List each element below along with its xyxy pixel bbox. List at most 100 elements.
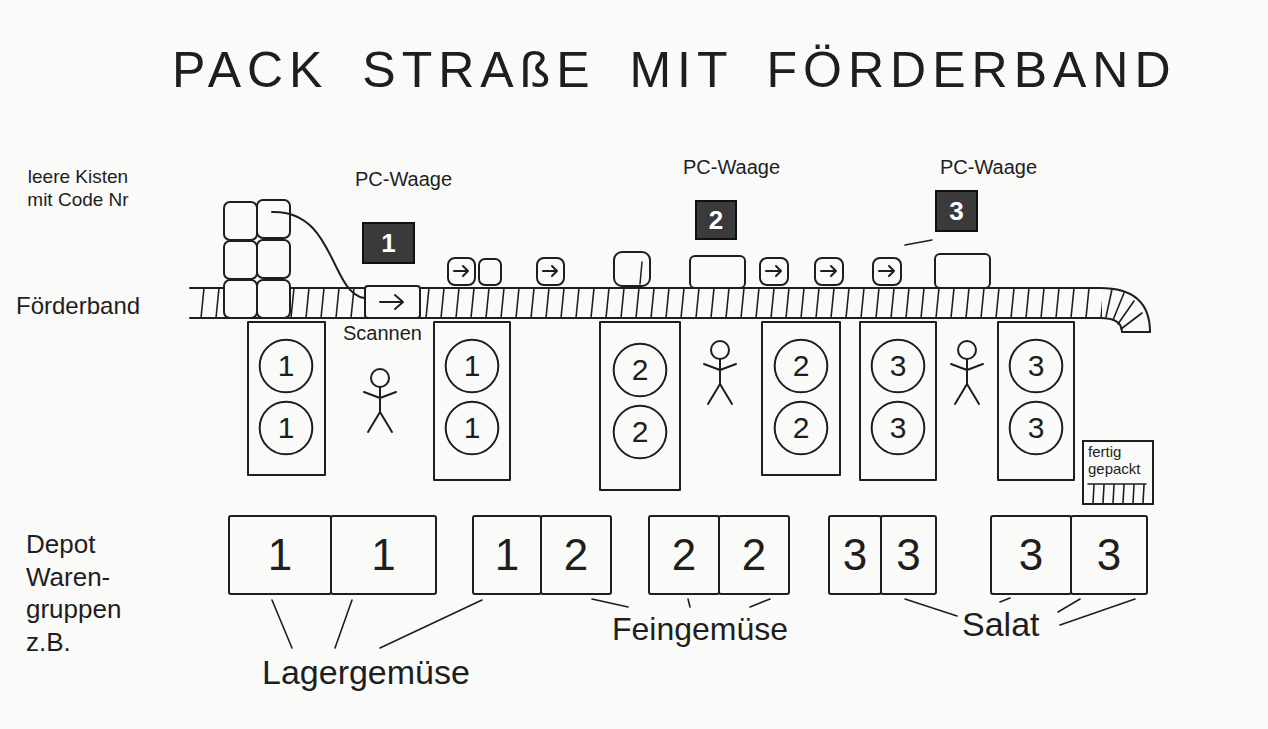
direction-arrow (821, 266, 836, 276)
crate-note: leere Kisten mit Code Nr (14, 166, 142, 212)
circle-number: 1 (464, 349, 481, 383)
pc-scale: PC-Waage2 (678, 156, 793, 244)
figure-head (958, 341, 976, 359)
goods-circle: 2 (773, 338, 829, 394)
finished-box: fertig gepackt (1082, 440, 1154, 505)
empty-crate (224, 280, 257, 318)
figure-body (704, 359, 736, 404)
circle-number: 1 (278, 349, 295, 383)
circle-outline (872, 402, 925, 455)
pc-scale: PC-Waage 1 (350, 168, 465, 268)
depot-number: 2 (742, 530, 766, 580)
direction-arrow (454, 266, 468, 276)
depot-cell: 2 (648, 515, 720, 595)
empty-crate (257, 200, 290, 238)
leader-line (592, 599, 770, 607)
circle-outline (775, 402, 828, 455)
depot-cell: 1 (472, 515, 542, 595)
group-label: Lagergemüse (262, 652, 470, 693)
depot-number: 3 (1097, 530, 1121, 580)
circle-number: 3 (1028, 411, 1045, 445)
figure-body (951, 359, 983, 404)
moving-crate (614, 252, 650, 286)
circle-number: 2 (793, 349, 810, 383)
circle-outline (1010, 340, 1063, 393)
depot-cell: 3 (1070, 515, 1148, 595)
moving-crate (760, 258, 788, 285)
depot-number: 3 (896, 530, 920, 580)
belt-tick (1106, 289, 1142, 329)
scale-display: 3 (935, 190, 978, 232)
direction-arrow (543, 266, 557, 276)
shelf (600, 322, 680, 490)
goods-circle: 3 (870, 400, 926, 456)
scanner-label: Scannen (343, 321, 422, 345)
scale-label: PC-Waage (355, 168, 452, 191)
shelf (434, 322, 510, 480)
scale-link (905, 240, 932, 245)
stick-figure (951, 341, 983, 404)
goods-circle: 3 (870, 338, 926, 394)
circle-outline (446, 402, 499, 455)
depot-number: 3 (843, 530, 867, 580)
belt-label: Förderband (16, 292, 140, 321)
goods-circle: 1 (444, 338, 500, 394)
depot-number: 2 (564, 530, 588, 580)
shelf (860, 322, 936, 480)
goods-circle: 2 (612, 404, 668, 460)
moving-crate (815, 258, 843, 285)
circle-outline (872, 340, 925, 393)
pc-scale: PC-Waage 3 (930, 156, 1045, 234)
scale-display: 2 (695, 200, 737, 240)
empty-crate (257, 240, 290, 278)
outfeed-belt (1088, 484, 1146, 503)
moving-crate (873, 258, 901, 285)
goods-circle: 3 (1008, 400, 1064, 456)
circle-outline (614, 406, 667, 459)
empty-crate (224, 202, 257, 240)
crate-on-scale (935, 254, 990, 288)
empty-crate (224, 241, 257, 279)
circle-number: 1 (278, 411, 295, 445)
belt-edge (190, 288, 1150, 332)
figure-head (371, 369, 389, 387)
belt-edge (190, 318, 1122, 332)
shelf (998, 322, 1074, 480)
depot-number: 1 (495, 530, 519, 580)
depot-cell: 3 (880, 515, 937, 595)
moving-crate (448, 258, 475, 285)
scale-number: 2 (709, 205, 723, 236)
stick-figure (704, 341, 736, 404)
goods-circle: 1 (258, 338, 314, 394)
figure-body (364, 387, 396, 432)
empty-crate (257, 280, 290, 318)
depot-cell: 2 (718, 515, 790, 595)
scale-number: 1 (381, 228, 395, 259)
circle-number: 1 (464, 411, 481, 445)
direction-arrow (879, 266, 894, 276)
goods-circle: 1 (258, 400, 314, 456)
circle-number: 3 (890, 349, 907, 383)
figure-head (711, 341, 729, 359)
leader-line (272, 600, 482, 648)
goods-circle: 2 (612, 342, 668, 398)
crate-on-scale (690, 256, 745, 288)
circle-number: 2 (632, 353, 649, 387)
circle-outline (1010, 402, 1063, 455)
depot-cell: 3 (990, 515, 1072, 595)
depot-cell: 1 (228, 515, 332, 595)
moving-crate (537, 258, 564, 285)
depot-cell: 1 (330, 515, 437, 595)
circle-number: 3 (1028, 349, 1045, 383)
group-label: Feingemüse (612, 610, 788, 648)
depot-number: 2 (672, 530, 696, 580)
shelf (248, 322, 325, 475)
circle-outline (446, 340, 499, 393)
scale-label: PC-Waage (940, 156, 1037, 179)
circle-outline (260, 340, 313, 393)
diagram-title: PACK STRAßE MIT FÖRDERBAND (172, 40, 1177, 100)
depot-cell: 3 (828, 515, 882, 595)
circle-number: 2 (793, 411, 810, 445)
depot-number: 1 (268, 530, 292, 580)
